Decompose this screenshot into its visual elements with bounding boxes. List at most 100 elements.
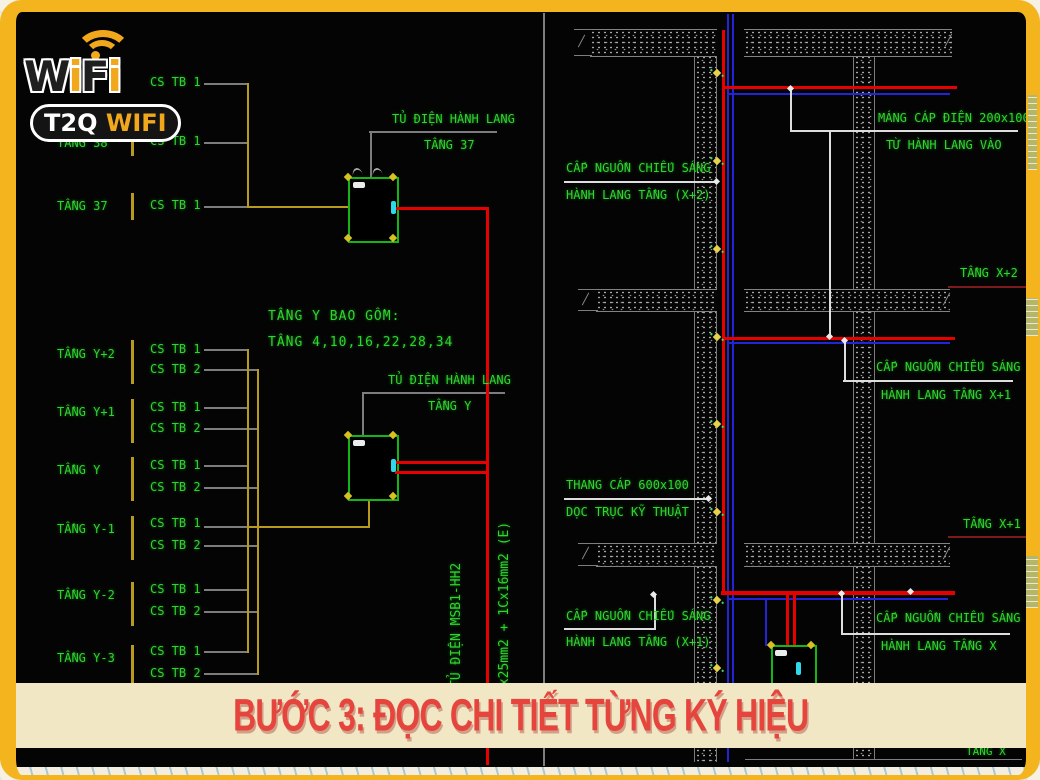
label-leader (841, 633, 1010, 635)
wire-red-drop (793, 591, 796, 646)
concrete-wall-left-lower (694, 748, 717, 762)
label-underline (369, 131, 497, 133)
floor-label: TẦNG Y-2 (57, 588, 115, 602)
slab-ext (578, 289, 598, 290)
cs-label: CS TB 1 (150, 342, 201, 356)
wire-yellow (368, 497, 370, 528)
wire-red (395, 461, 488, 464)
wire-red-drop (786, 591, 789, 646)
wire-yellow-feed (247, 206, 348, 208)
label-leader (841, 593, 843, 633)
wire (204, 487, 257, 489)
level-x2-label: TẦNG X+2 (960, 266, 1018, 280)
supply-x2-line2: HÀNH LANG TẦNG (X+2) (566, 188, 711, 202)
concrete-slab (744, 29, 952, 57)
supply-x1-right-line1: CẤP NGUỒN CHIẾU SÁNG (876, 360, 1021, 374)
supply-x1-left-line1: CẤP NGUỒN CHIẾU SÁNG (566, 609, 711, 623)
level-x-line (745, 759, 1022, 760)
label-leader (564, 628, 656, 630)
tick (131, 399, 134, 443)
panel-37-floor: TẦNG 37 (424, 138, 475, 152)
wire-red (395, 207, 489, 210)
logo-letter: i (68, 52, 82, 101)
wire (204, 142, 248, 144)
tick (131, 582, 134, 626)
label-leader (564, 181, 716, 183)
supply-x2-line1: CẤP NGUỒN CHIẾU SÁNG (566, 161, 711, 175)
wire-yellow-bus (247, 83, 249, 208)
wire-red-branch-top (722, 86, 957, 89)
wire (204, 465, 247, 467)
floor-label: TẦNG Y+1 (57, 405, 115, 419)
note-line1: TẦNG Y BAO GỒM: (268, 309, 401, 324)
label-leader (654, 594, 656, 630)
wire-blue-drop (765, 598, 767, 646)
distribution-panel-y (348, 435, 399, 501)
wire (204, 349, 247, 351)
step-banner: BƯỚC 3: ĐỌC CHI TIẾT TỪNG KÝ HIỆU (16, 683, 1026, 748)
wire (204, 545, 257, 547)
wire (204, 369, 257, 371)
feeder-label-cable: 4x25mm2 + 1Cx16mm2 (E) (497, 521, 512, 694)
wire-red-feeder (486, 748, 489, 765)
label-leader (790, 130, 1018, 132)
cs-label: CS TB 2 (150, 362, 201, 376)
cs-label: CS TB 1 (150, 458, 201, 472)
ladder-line2: DỌC TRỤC KỸ THUẬT (566, 505, 689, 519)
sketch-strip (16, 767, 1026, 776)
floor-row-cs-label: CS TB 1 (150, 75, 201, 89)
concrete-slab (596, 289, 717, 312)
tick (131, 193, 134, 220)
wire (204, 206, 248, 208)
floor-label: TẦNG Y+2 (57, 347, 115, 361)
wire-red (395, 471, 488, 474)
slab-ext (578, 565, 598, 566)
cs-label: CS TB 2 (150, 480, 201, 494)
supply-x-line1: CẤP NGUỒN CHIẾU SÁNG (876, 611, 1021, 625)
label-underline (362, 392, 505, 394)
tick (131, 340, 134, 384)
panel-y-floor: TẦNG Y (428, 399, 472, 413)
supply-x-line2: HÀNH LANG TẦNG X (881, 639, 997, 653)
wire-red-riser (722, 30, 725, 593)
wire-blue-riser (732, 14, 734, 683)
cs-label: CS TB 2 (150, 538, 201, 552)
label-leader (829, 130, 831, 336)
panel-37-label: TỦ ĐIỆN HÀNH LANG (392, 112, 515, 126)
cs-label: CS TB 2 (150, 604, 201, 618)
logo-badge: T2Q WIFI (30, 104, 181, 142)
concrete-wall-left (694, 55, 717, 683)
logo-wordmark: WiFi (24, 56, 122, 98)
cs-label: CS TB 1 (150, 516, 201, 530)
level-x1-label: TẦNG X+1 (963, 517, 1021, 531)
cs-label: CS TB 1 (150, 582, 201, 596)
cs-label: CS TB 2 (150, 421, 201, 435)
wire (204, 526, 247, 528)
logo: WiFi T2Q WIFI (24, 30, 181, 142)
distribution-panel-37 (348, 177, 399, 243)
concrete-slab (596, 543, 717, 567)
wire (204, 428, 257, 430)
feeder-label-msb: TỦ ĐIỆN MSB1-HH2 (449, 562, 464, 688)
logo-letter: F (80, 52, 110, 101)
edge-decoration (1026, 556, 1038, 608)
step-banner-text: BƯỚC 3: ĐỌC CHI TIẾT TỪNG KÝ HIỆU (233, 689, 809, 741)
label-leader (843, 380, 1013, 382)
edge-decoration (1028, 95, 1037, 170)
wire-blue-branch-mid (727, 342, 950, 344)
wifi-arc-icon (74, 30, 132, 80)
concrete-wall-right (853, 55, 875, 683)
floor-label: TẦNG Y-3 (57, 651, 115, 665)
wire (204, 407, 247, 409)
panel-handle (391, 459, 396, 472)
panel-handle (391, 201, 396, 214)
wire-yellow-bus1 (247, 349, 249, 653)
ladder-line1: THANG CÁP 600x100 (566, 478, 689, 492)
tray-line1: MÁNG CÁP ĐIỆN 200x100 (878, 111, 1030, 125)
label-leader (362, 392, 364, 435)
wire-red-branch-mid (722, 337, 955, 340)
wire (204, 589, 247, 591)
floor-row-cs-label: CS TB 1 (150, 198, 201, 212)
concrete-slab (744, 543, 950, 567)
wifi-signal-icon (74, 30, 132, 66)
